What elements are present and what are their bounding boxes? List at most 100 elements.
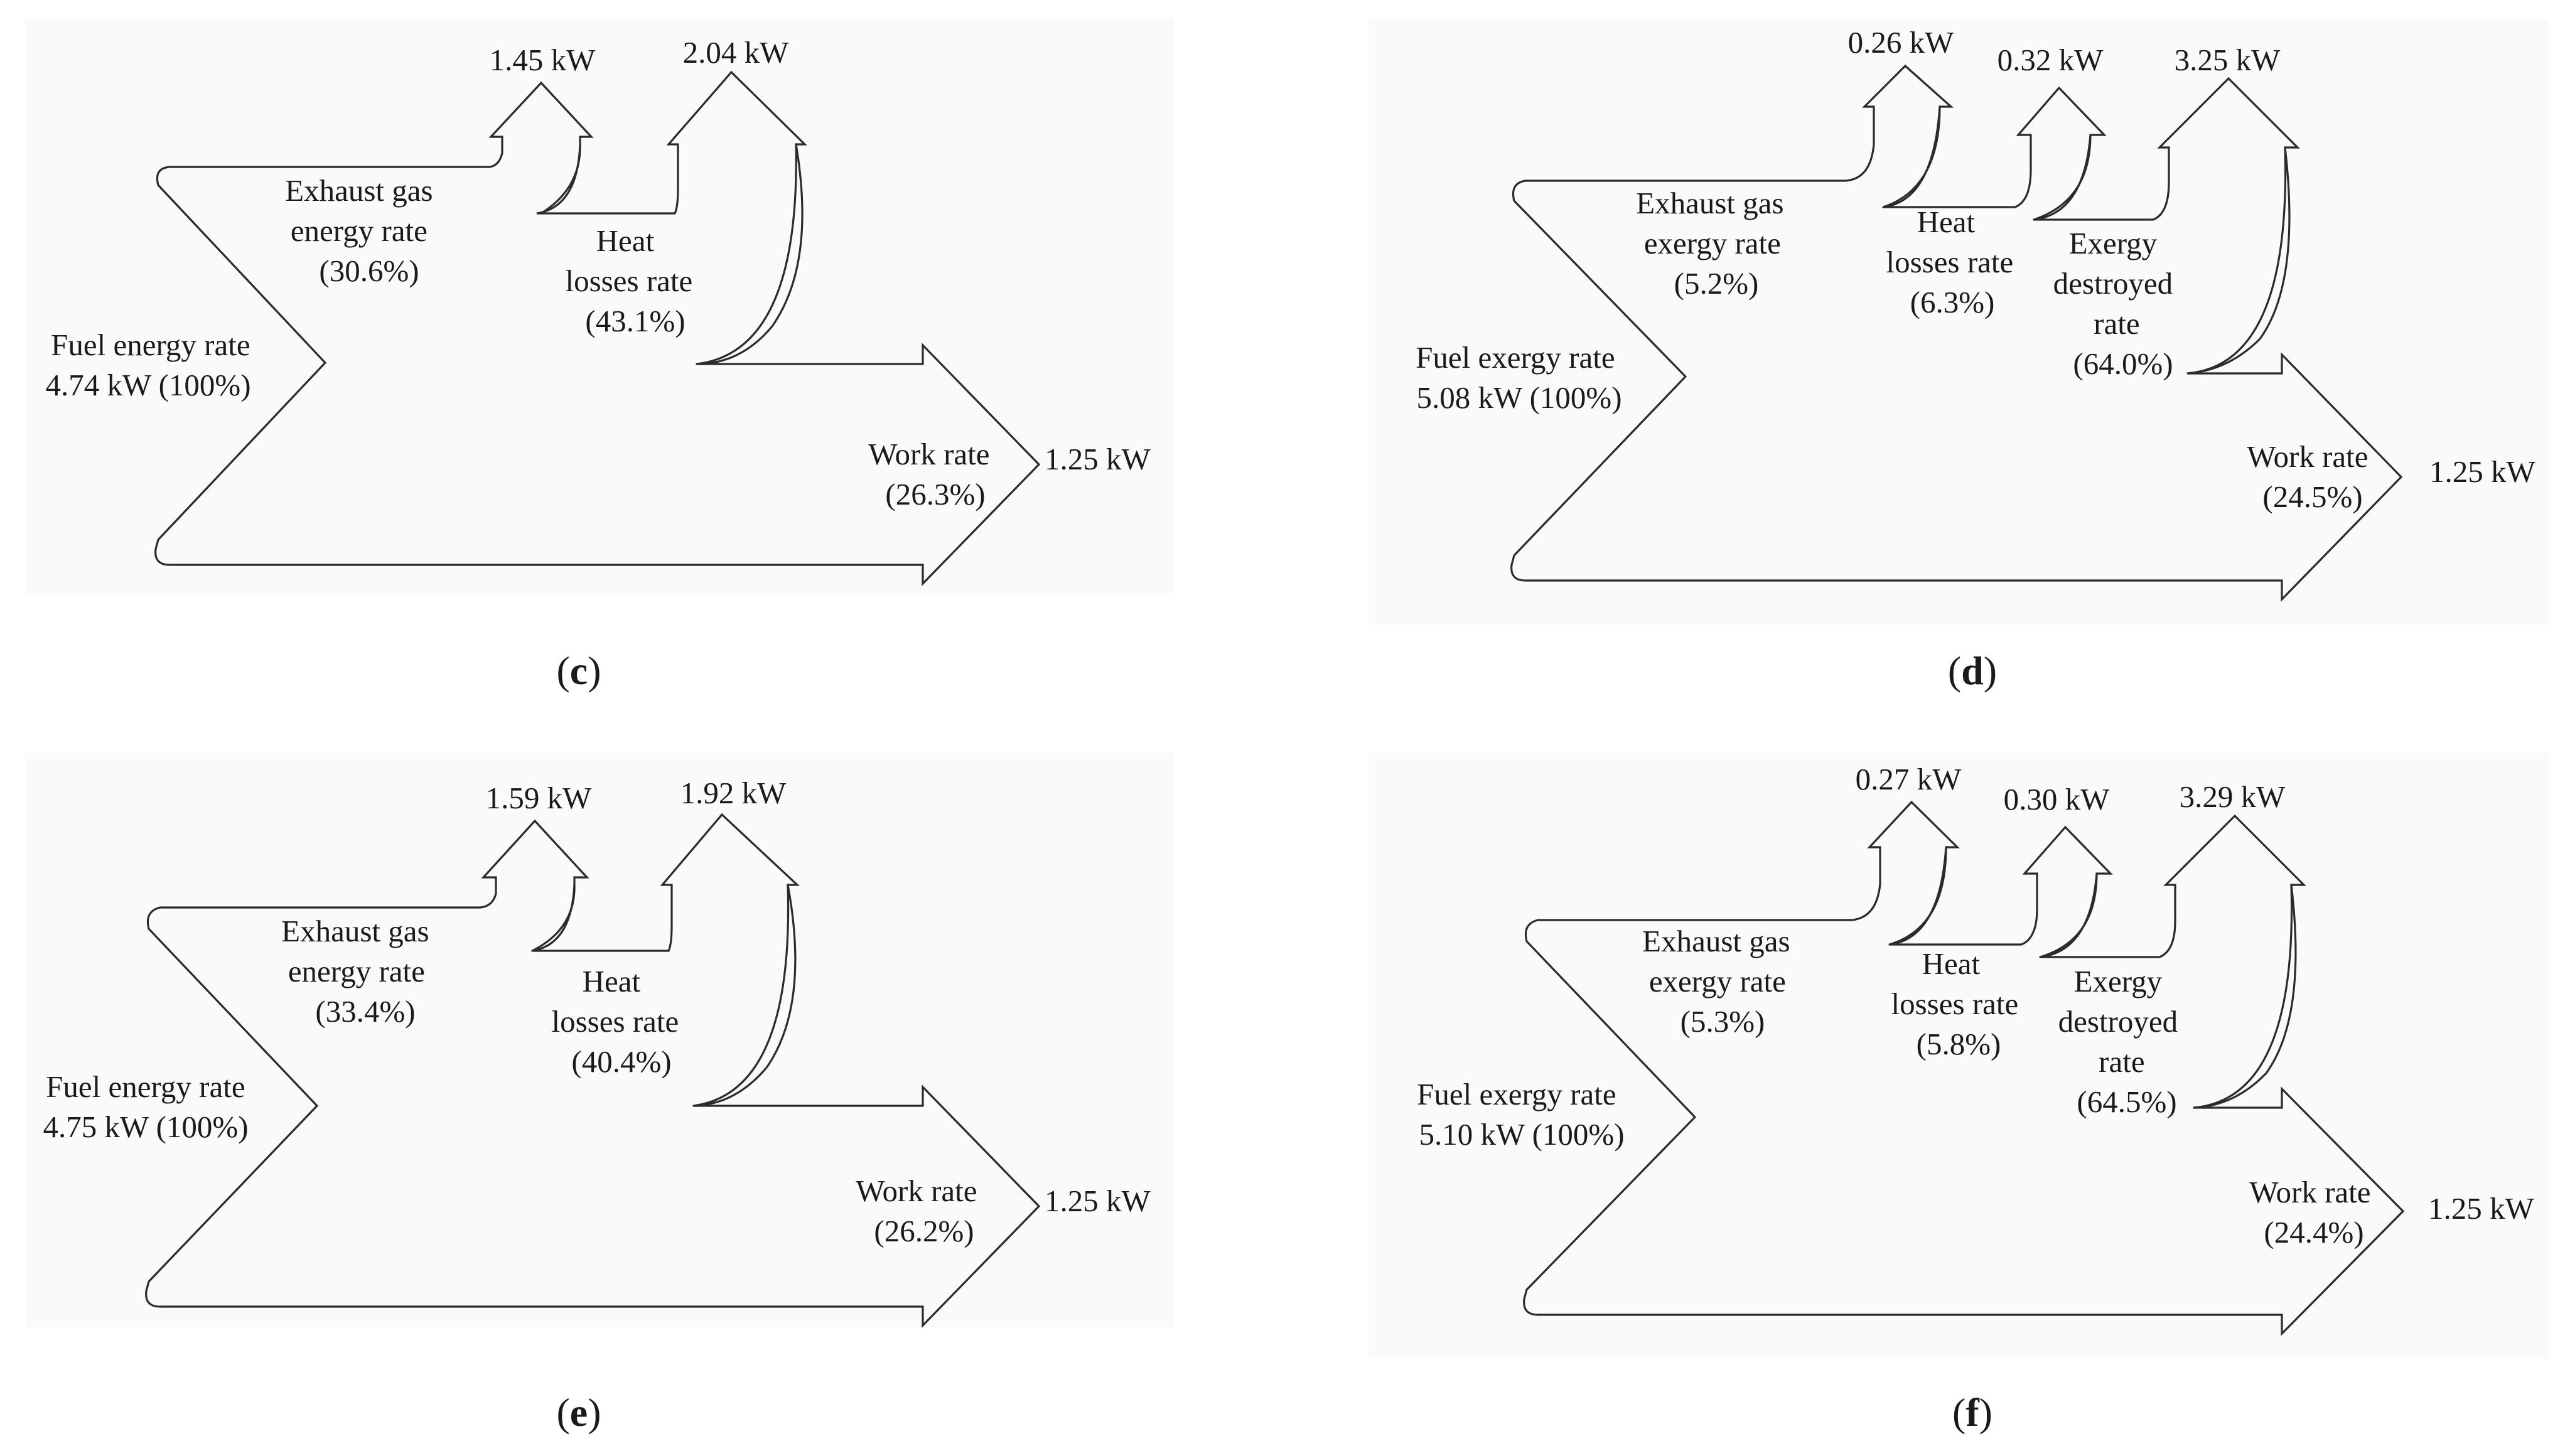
panel-f: 0.27 kW 0.30 kW 3.29 kW Exhaust gas exer… xyxy=(1417,762,2534,1435)
svg-text:1.25 kW: 1.25 kW xyxy=(2428,1191,2535,1226)
panel-c-exhaust-label-line2: energy rate xyxy=(291,213,428,248)
panel-d-exhaust-inner-curve xyxy=(1882,105,1941,208)
panel-d-work-kw: 1.25 kW xyxy=(2429,454,2536,489)
panel-e-work-kw: 1.25 kW xyxy=(1045,1184,1151,1218)
panel-f-heat-inner-curve xyxy=(2039,872,2098,958)
panel-c-caption-open: ( xyxy=(556,648,569,693)
panel-d-destroyed-label-line2: destroyed xyxy=(2053,266,2173,301)
panel-d-background xyxy=(1369,19,2549,624)
panel-c-work-label-line1: Work rate xyxy=(868,437,989,471)
panel-d-heat-kw: 0.32 kW xyxy=(1998,43,2104,77)
panel-f-heat-label-line2: losses rate xyxy=(1891,987,2019,1021)
panel-c-heat-kw: 2.04 kW xyxy=(683,35,790,70)
panel-f-fuel-label-line1: Fuel exergy rate xyxy=(1417,1077,1616,1111)
panel-d-heat-label-line2: losses rate xyxy=(1886,245,2014,279)
panel-e-exhaust-kw: 1.59 kW xyxy=(486,781,593,815)
svg-text:Work rate (26.2%): Work rate (26.2%) xyxy=(856,1174,985,1248)
panel-d-caption-close: ) xyxy=(1984,648,1997,693)
svg-text:Heat losses rate (: Heat losses rate (40.4%) xyxy=(552,964,687,1079)
panel-f-destroyed-label-line1: Exergy xyxy=(2074,964,2163,998)
panel-e-caption-close: ) xyxy=(588,1390,601,1435)
svg-text:1.25 kW: 1.25 kW xyxy=(1045,1184,1151,1218)
panel-d-destroyed-label-line1: Exergy xyxy=(2069,226,2158,260)
panel-d-heat-label-line3: (6.3%) xyxy=(1910,285,1995,319)
panel-f-fuel-label-line2: 5.10 kW (100%) xyxy=(1419,1117,1624,1152)
svg-text:Fuel energy rate 4.75 kW: Fuel energy rate 4.75 kW (100%) xyxy=(43,1069,252,1144)
panel-f-destroyed-label-line3: rate xyxy=(2099,1044,2144,1079)
panel-c-work-kw: 1.25 kW xyxy=(1045,442,1151,476)
svg-text:Fuel exergy rate 5.10 kW: Fuel exergy rate 5.10 kW (100%) xyxy=(1417,1077,1624,1152)
panel-c-work-label-line2: (26.3%) xyxy=(885,477,985,511)
svg-text:0.32 kW: 0.32 kW xyxy=(1998,43,2104,77)
panel-d-destroyed-inner-curve xyxy=(2186,146,2287,375)
panel-d-destroyed-kw: 3.25 kW xyxy=(2175,43,2281,77)
panel-f-work-label-line1: Work rate xyxy=(2249,1175,2370,1209)
svg-text:Exhaust gas exergy rate: Exhaust gas exergy rate (5.2%) xyxy=(1636,186,1792,301)
svg-text:1.25 kW: 1.25 kW xyxy=(2429,454,2536,489)
panel-d-heat-label-line1: Heat xyxy=(1917,205,1976,239)
panel-d-destroyed-label-line3: rate xyxy=(2094,306,2139,341)
panel-f-work-label-line2: (24.4%) xyxy=(2264,1215,2363,1250)
panel-d-exhaust-label-line3: (5.2%) xyxy=(1674,266,1759,301)
panel-e-heat-kw: 1.92 kW xyxy=(680,776,787,810)
panel-e-fuel-label-line1: Fuel energy rate xyxy=(46,1069,245,1104)
svg-text:3.25 kW: 3.25 kW xyxy=(2175,43,2281,77)
svg-text:0.26 kW: 0.26 kW xyxy=(1848,25,1955,60)
svg-text:1.59 kW: 1.59 kW xyxy=(486,781,593,815)
panel-e-heat-label-line1: Heat xyxy=(583,964,641,998)
panel-d-fuel-label-line1: Fuel exergy rate xyxy=(1416,340,1615,375)
svg-text:2.04 kW: 2.04 kW xyxy=(683,35,790,70)
panel-e-exhaust-inner-curve xyxy=(531,884,576,952)
svg-text:Exhaust gas exergy rate: Exhaust gas exergy rate (5.3%) xyxy=(1642,924,1798,1039)
panel-f-heat-label-line1: Heat xyxy=(1922,946,1981,981)
svg-text:Exergy destroyed r: Exergy destroyed rate (64.5%) xyxy=(2058,964,2186,1119)
svg-text:Heat losses rate (: Heat losses rate (6.3%) xyxy=(1886,205,2021,319)
svg-text:(e): (e) xyxy=(556,1390,601,1435)
panel-d-exhaust-label-line2: exergy rate xyxy=(1644,226,1781,260)
panel-d-fuel-label-line2: 5.08 kW (100%) xyxy=(1416,380,1621,415)
svg-text:Work rate (24.5%): Work rate (24.5%) xyxy=(2247,439,2376,514)
panel-e-background xyxy=(25,753,1174,1327)
svg-text:(d): (d) xyxy=(1948,648,1997,693)
panel-d: 0.26 kW 0.32 kW 3.25 kW Exhaust gas exer… xyxy=(1416,25,2535,693)
panel-f-destroyed-kw: 3.29 kW xyxy=(2180,779,2286,814)
panel-f-caption-letter: f xyxy=(1965,1390,1979,1435)
panel-e-fuel-label-line2: 4.75 kW (100%) xyxy=(43,1110,248,1144)
panel-f-caption-open: ( xyxy=(1952,1390,1965,1435)
svg-text:3.29 kW: 3.29 kW xyxy=(2180,779,2286,814)
svg-text:(f): (f) xyxy=(1952,1390,1992,1435)
panel-e-work-label-line1: Work rate xyxy=(856,1174,977,1208)
svg-text:Exhaust gas energy rate: Exhaust gas energy rate (30.6%) xyxy=(285,173,441,288)
svg-text:0.30 kW: 0.30 kW xyxy=(2004,782,2111,816)
panel-c-fuel-label-line1: Fuel energy rate xyxy=(51,328,250,362)
panel-c-caption-letter: c xyxy=(570,648,588,693)
svg-text:Heat losses rate (: Heat losses rate (43.1%) xyxy=(566,223,701,338)
panel-f-caption-close: ) xyxy=(1979,1390,1992,1435)
panel-f-exhaust-label-line1: Exhaust gas xyxy=(1642,924,1790,958)
panel-f-exhaust-label-line2: exergy rate xyxy=(1649,964,1786,998)
panel-f-background xyxy=(1369,753,2549,1359)
panel-e-heat-inner-curve xyxy=(692,884,790,1107)
panel-e-exhaust-label-line2: energy rate xyxy=(288,954,425,988)
panel-f-work-kw: 1.25 kW xyxy=(2428,1191,2535,1226)
svg-text:Work rate (24.4%): Work rate (24.4%) xyxy=(2249,1175,2379,1250)
svg-text:Fuel exergy rate 5.08 kW: Fuel exergy rate 5.08 kW (100%) xyxy=(1416,340,1623,415)
panel-e: 1.59 kW 1.92 kW Exhaust gas energy rate … xyxy=(43,776,1151,1435)
panel-e-exhaust-label-line1: Exhaust gas xyxy=(281,914,429,948)
panel-d-heat-inner-curve xyxy=(2033,134,2092,221)
panel-c-exhaust-kw: 1.45 kW xyxy=(490,43,596,77)
panel-d-work-label-line1: Work rate xyxy=(2247,439,2368,474)
panel-f-heat-kw: 0.30 kW xyxy=(2004,782,2111,816)
panel-e-caption-letter: e xyxy=(570,1390,588,1435)
panel-e-work-label-line2: (26.2%) xyxy=(874,1214,974,1248)
svg-text:1.92 kW: 1.92 kW xyxy=(680,776,787,810)
panel-e-caption-open: ( xyxy=(556,1390,569,1435)
svg-text:Exhaust gas energy rate: Exhaust gas energy rate (33.4%) xyxy=(281,914,437,1029)
panel-d-exhaust-kw: 0.26 kW xyxy=(1848,25,1955,60)
svg-text:1.45 kW: 1.45 kW xyxy=(490,43,596,77)
panel-d-work-label-line2: (24.5%) xyxy=(2262,479,2362,514)
svg-text:Work rate (26.3%): Work rate (26.3%) xyxy=(868,437,998,511)
svg-text:Heat losses rate (: Heat losses rate (5.8%) xyxy=(1891,946,2026,1061)
panel-c-caption-close: ) xyxy=(588,648,601,693)
